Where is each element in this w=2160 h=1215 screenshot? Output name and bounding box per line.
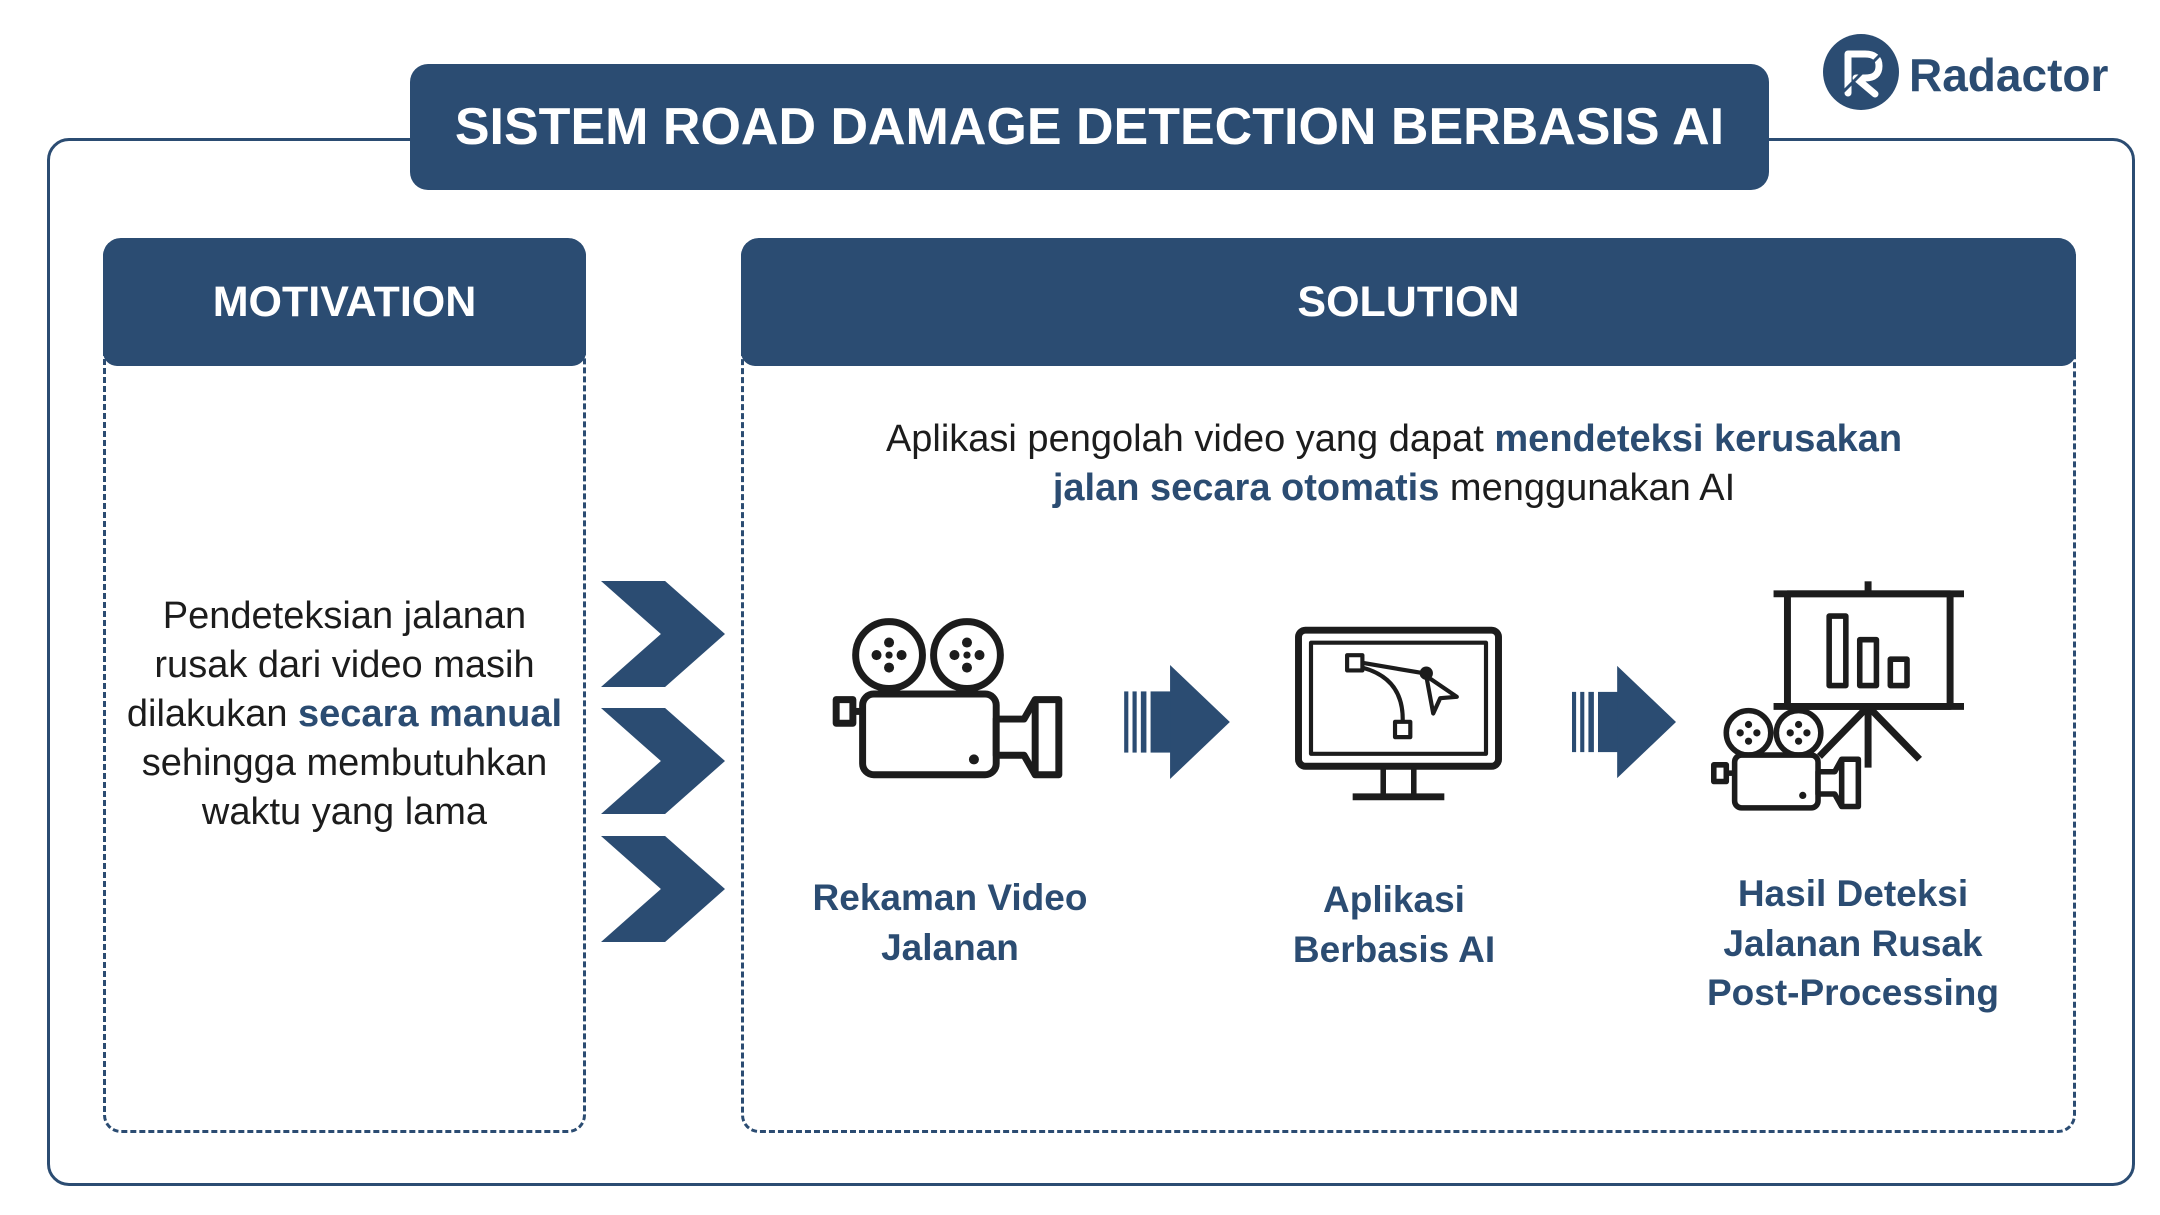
step-label-line: Rekaman Video: [812, 877, 1088, 918]
step-label-line: Aplikasi: [1323, 879, 1465, 920]
logo-wordmark: Radactor: [1909, 49, 2109, 101]
monitor-frame: [1295, 626, 1502, 770]
text-segment: Pendeteksian jalanan: [162, 595, 527, 637]
chart-bar: [1826, 613, 1849, 689]
emphasis-text: jalan secara otomatis: [1052, 467, 1440, 509]
camera-viewfinder: [832, 696, 857, 727]
chevron-right-icon: [601, 708, 725, 814]
solution-heading: SOLUTION: [1297, 277, 1520, 326]
emphasis-text: secara manual: [298, 693, 563, 735]
text-segment: menggunakan AI: [1449, 467, 1736, 509]
cursor-icon: [1424, 673, 1459, 716]
solution-description: Aplikasi pengolah video yang dapat mende…: [741, 415, 2047, 513]
presentation-board: [1783, 590, 1954, 710]
page-title: SISTEM ROAD DAMAGE DETECTION BERBASIS AI: [454, 98, 1725, 156]
step-label-line: Hasil Deteksi: [1737, 873, 1969, 914]
tripod-legs: [1816, 704, 1923, 768]
title-banner: SISTEM ROAD DAMAGE DETECTION BERBASIS AI: [410, 64, 1769, 190]
solution-header: SOLUTION: [741, 238, 2076, 366]
motivation-text: Pendeteksian jalanan rusak dari video ma…: [103, 592, 586, 837]
chevron-right-icon: [601, 581, 725, 687]
chart-bar: [1856, 636, 1880, 689]
step-label-line: Post-Processing: [1707, 972, 1999, 1013]
right-arrow-icon: [1124, 665, 1230, 779]
camera-lens: [992, 696, 1063, 779]
monitor-screen: [1308, 640, 1489, 756]
description-line: Aplikasi pengolah video yang dapat mende…: [741, 415, 2047, 464]
step-label-line: Berbasis AI: [1292, 929, 1496, 970]
description-line: jalan secara otomatis menggunakan AI: [741, 464, 2047, 513]
radactor-logo-icon: [1823, 34, 1899, 110]
text-segment: rusak dari video masih: [154, 644, 535, 686]
text-segment: sehingga membutuhkan: [141, 742, 548, 784]
chevron-right-icon: [601, 836, 725, 942]
text-segment: waktu yang lama: [201, 791, 488, 833]
step-label-results: Hasil Deteksi Jalanan Rusak Post-Process…: [1653, 869, 2053, 1018]
motivation-text-line: Pendeteksian jalanan: [103, 592, 586, 641]
motivation-header: MOTIVATION: [103, 238, 586, 366]
text-segment: Aplikasi pengolah video yang dapat: [885, 418, 1484, 460]
motivation-text-line: sehingga membutuhkan: [103, 739, 586, 788]
motivation-text-line: rusak dari video masih: [103, 641, 586, 690]
presentation-chart-camera-icon: [1711, 581, 1964, 811]
step-label-line: Jalanan Rusak: [1723, 922, 1983, 964]
chart-bar: [1887, 656, 1910, 689]
motivation-heading: MOTIVATION: [212, 277, 477, 326]
text-segment: dilakukan: [126, 693, 288, 735]
step-label-line: Jalanan: [881, 927, 1019, 968]
movie-camera-icon: [832, 618, 1063, 779]
right-arrow-icon: [1572, 665, 1676, 779]
emphasis-text: mendeteksi kerusakan: [1494, 418, 1903, 460]
small-camera: [1711, 707, 1862, 811]
monitor-pen-tool-icon: [1295, 626, 1502, 801]
motivation-text-line: waktu yang lama: [103, 788, 586, 837]
step-label-video: Rekaman Video Jalanan: [750, 873, 1150, 973]
motivation-text-line: dilakukan secara manual: [103, 690, 586, 739]
step-label-ai-app: Aplikasi Berbasis AI: [1194, 875, 1594, 975]
